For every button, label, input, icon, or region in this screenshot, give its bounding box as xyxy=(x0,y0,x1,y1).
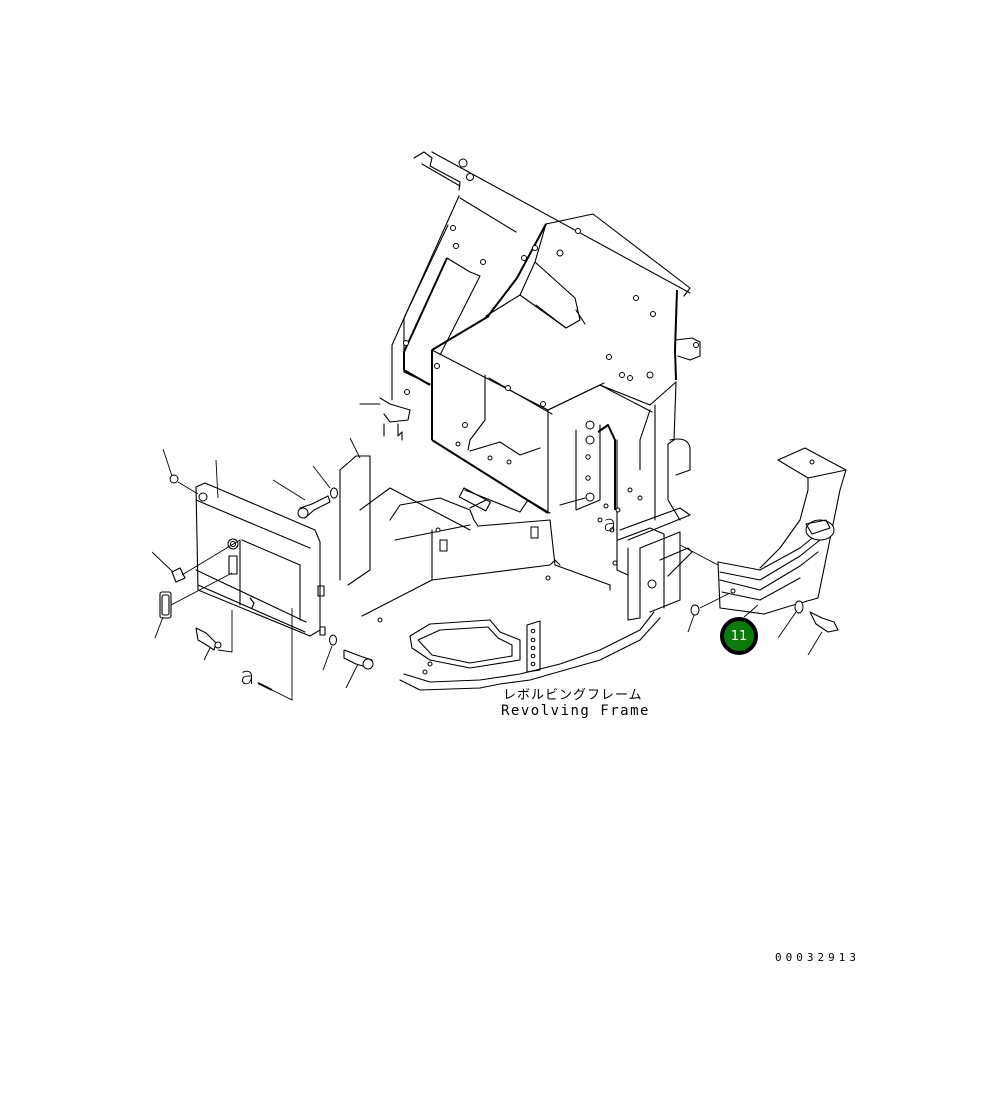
reference-mark-a-left: a xyxy=(240,662,255,690)
reference-mark-a-center: a xyxy=(603,512,617,537)
caption-japanese: レボルビングフレーム xyxy=(503,688,643,703)
callout-11[interactable]: 11 xyxy=(720,617,758,655)
revolving-frame-floor xyxy=(359,487,693,691)
upper-frame-bracket xyxy=(359,151,701,576)
right-cover-part-11 xyxy=(679,447,847,656)
caption-english: Revolving Frame xyxy=(501,703,650,719)
left-cover-assembly xyxy=(151,437,374,701)
callout-11-label: 11 xyxy=(730,628,748,644)
drawing-number: 00032913 xyxy=(775,951,860,964)
